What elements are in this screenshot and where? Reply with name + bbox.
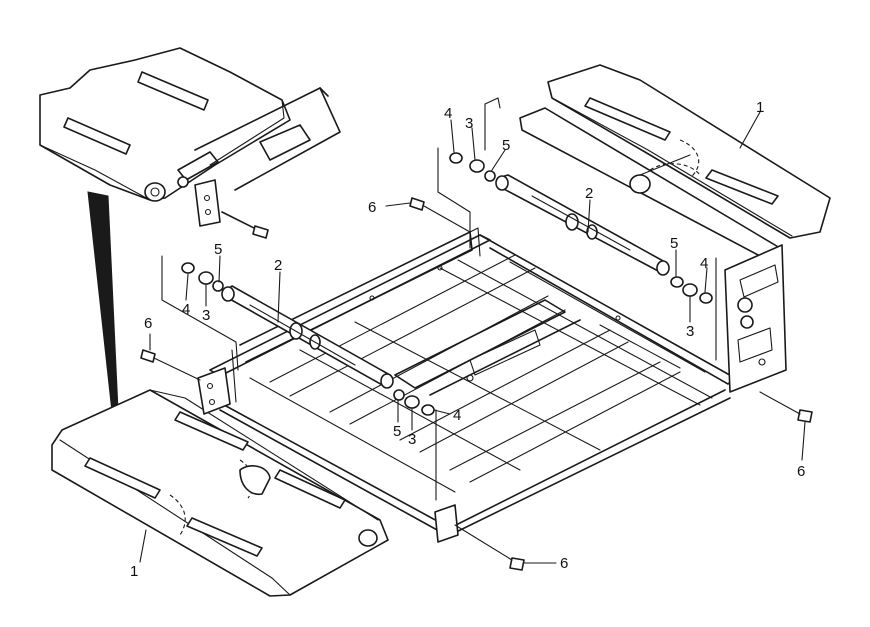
bushing-4-left <box>181 262 195 274</box>
callout-6-right: 6 <box>797 463 805 480</box>
upper-belt-slot-1 <box>584 97 671 141</box>
callout-2-right-roller: 2 <box>585 185 593 202</box>
belt-unit-lower-left <box>51 389 389 597</box>
roller-end-cap <box>144 182 166 202</box>
callout-4-right: 4 <box>700 255 708 272</box>
bushing-4-right <box>699 292 713 304</box>
frame-end-bracket-left <box>197 367 231 415</box>
ring-5-left <box>212 280 224 292</box>
callout-4-top: 4 <box>444 105 452 122</box>
ring-5-top <box>484 170 496 182</box>
callout-5-right: 5 <box>670 235 678 252</box>
callout-5-top: 5 <box>502 137 510 154</box>
lower-belt-slot-4 <box>274 469 346 509</box>
callout-5-left: 5 <box>214 241 222 258</box>
detail-pointer-wedge <box>87 191 119 413</box>
screw-6-right <box>797 409 813 423</box>
main-frame <box>197 227 787 543</box>
callout-6-left: 6 <box>144 315 152 332</box>
callout-1-bottom-left: 1 <box>130 563 138 580</box>
bearing-3-top <box>469 159 485 173</box>
callout-1-top-right: 1 <box>756 99 764 116</box>
bearing-3-left <box>198 271 214 285</box>
callout-6-bottom: 6 <box>560 555 568 572</box>
belt-unit-upper-right <box>519 64 831 257</box>
ring-5-right <box>670 276 684 288</box>
lower-belt-slot-1 <box>84 457 161 499</box>
roller-shaft-right <box>495 174 670 276</box>
callout-3-top: 3 <box>465 115 473 132</box>
screw-6-top <box>409 197 425 211</box>
callout-6-top: 6 <box>368 199 376 216</box>
lower-belt-slot-2 <box>186 517 263 557</box>
belt-slot-lower <box>63 117 131 155</box>
frame-end-plate-right <box>724 244 787 393</box>
roller-shaft-left <box>221 285 394 389</box>
ring-5-bottom <box>393 389 405 401</box>
bushing-4-bottom <box>421 404 435 416</box>
callout-3-right: 3 <box>686 323 694 340</box>
callout-5-bottom: 5 <box>393 423 401 440</box>
bearing-3-right <box>682 283 698 297</box>
callout-4-left: 4 <box>182 301 190 318</box>
belt-slot-upper <box>137 71 209 111</box>
callout-2-left-roller: 2 <box>274 257 282 274</box>
upper-belt-slot-2 <box>705 169 779 205</box>
grouping-brackets <box>161 97 717 501</box>
screw-6-bottom <box>509 557 525 571</box>
bushing-4-top <box>449 152 463 164</box>
leader-lines <box>139 111 806 564</box>
callout-3-left: 3 <box>202 307 210 324</box>
side-bracket-left <box>194 179 221 227</box>
callout-3-bottom: 3 <box>408 431 416 448</box>
screw-detail <box>252 225 269 239</box>
frame-end-bracket-front <box>434 504 459 543</box>
screw-6-left <box>140 349 156 363</box>
detail-belt-unit-upper-left <box>39 47 341 239</box>
bearing-3-bottom <box>404 395 420 409</box>
callout-4-bottom: 4 <box>453 407 461 424</box>
callout-labels: 1 1 2 2 4 3 5 5 4 3 5 4 3 5 3 4 6 6 6 6 <box>130 99 805 580</box>
lower-belt-slot-3 <box>174 411 249 451</box>
fasteners <box>140 152 813 571</box>
